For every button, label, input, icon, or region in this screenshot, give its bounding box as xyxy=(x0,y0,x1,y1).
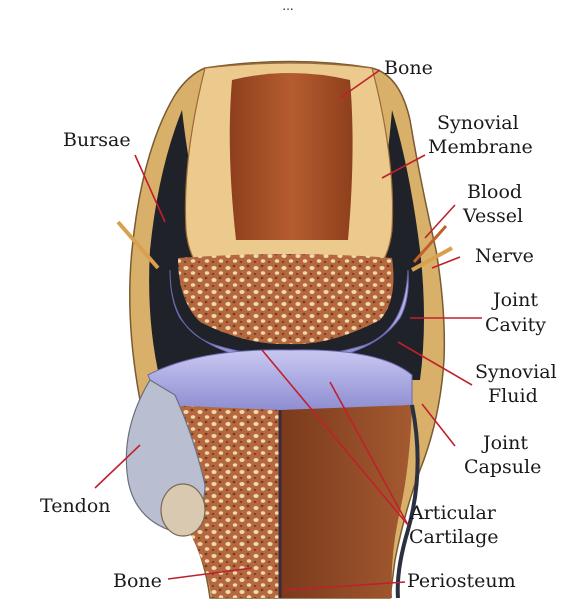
label-bursae: Bursae xyxy=(63,129,131,151)
label-synovial-fluid-1: Synovial xyxy=(475,361,557,383)
label-joint-capsule-2: Capsule xyxy=(464,456,541,478)
tendon-cut-end xyxy=(161,484,205,536)
label-articular-cartilage-2: Cartilage xyxy=(409,526,498,548)
label-blood-vessel-2: Vessel xyxy=(462,205,523,227)
label-synovial-fluid-2: Fluid xyxy=(488,385,538,407)
upper-bone-shaft xyxy=(230,73,353,240)
header-fragment: ... xyxy=(282,0,293,13)
label-tendon: Tendon xyxy=(40,495,111,517)
label-articular-cartilage-1: Articular xyxy=(409,502,497,524)
label-synovial-membrane-2: Membrane xyxy=(428,136,533,158)
label-bone-bottom: Bone xyxy=(113,570,162,592)
label-joint-cavity-2: Cavity xyxy=(485,314,546,336)
label-blood-vessel-1: Blood xyxy=(467,181,522,203)
label-synovial-membrane-1: Synovial xyxy=(437,112,519,134)
label-joint-capsule-1: Joint xyxy=(481,432,528,454)
label-joint-cavity-1: Joint xyxy=(491,289,538,311)
label-periosteum: Periosteum xyxy=(407,570,516,592)
label-bone-top: Bone xyxy=(384,57,433,79)
label-nerve: Nerve xyxy=(475,245,534,267)
